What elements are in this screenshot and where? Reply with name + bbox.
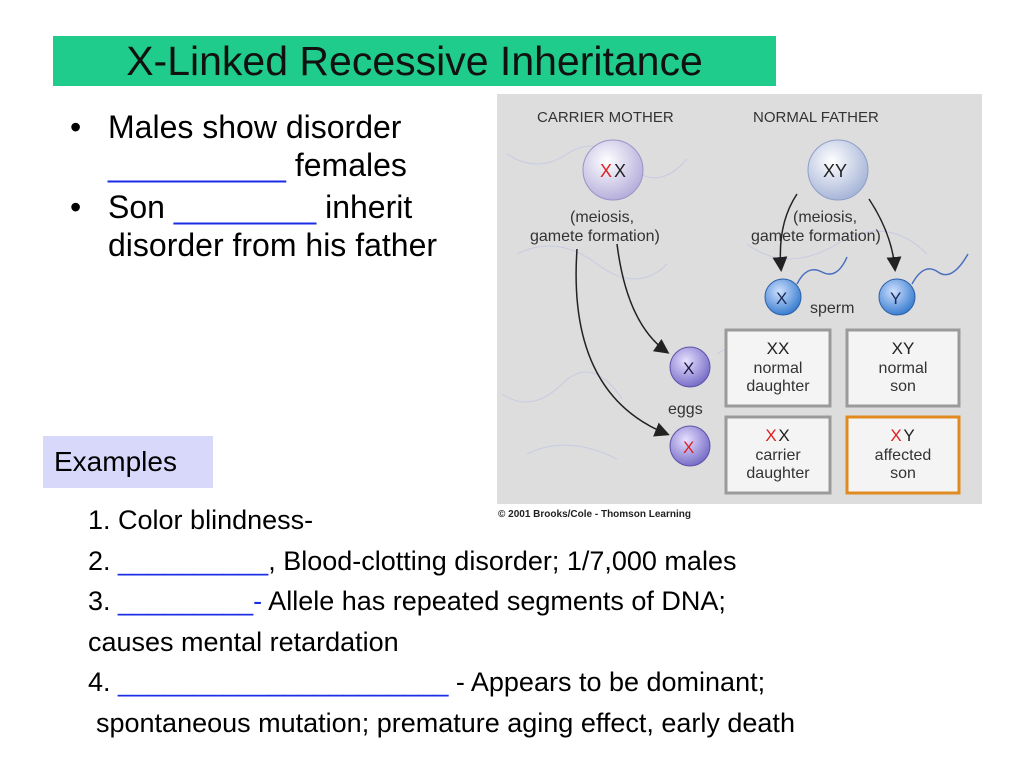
item-text: - Appears to be dominant; [448, 667, 766, 697]
egg-normal-icon [669, 346, 711, 388]
item-text: Allele has repeated segments of DNA; [262, 586, 726, 616]
mother-x-normal: X [614, 161, 626, 181]
cell-line1: carrier [755, 447, 801, 464]
bullet-dot: • [70, 189, 82, 225]
cell-line2: son [890, 465, 916, 482]
cell-line2: son [890, 378, 916, 395]
list-item: 1. Color blindness- [88, 500, 1008, 541]
fill-in-blank: __________ [110, 545, 269, 576]
arrow-to-egg-affected [575, 248, 670, 437]
cell-line1: normal [754, 360, 803, 377]
examples-label: Examples [54, 446, 177, 477]
bullet-prefix: Son [108, 189, 174, 225]
arrow-to-egg-normal [616, 243, 670, 354]
bullet-text: inherit disorder from his father [108, 189, 438, 263]
cell-genotype-y: Y [903, 426, 914, 445]
sperm-label: sperm [810, 300, 854, 317]
cell-line1: normal [879, 360, 928, 377]
father-cell-icon [807, 139, 869, 201]
cell-line1: affected [875, 447, 932, 464]
fill-in-blank: __________ [108, 147, 286, 183]
list-item-continuation: spontaneous mutation; premature aging ef… [96, 707, 795, 738]
title-bar: X-Linked Recessive Inheritance [53, 36, 776, 86]
background-texture [501, 145, 928, 460]
egg-affected-label: X [683, 438, 694, 457]
bullet-dot: • [70, 109, 82, 145]
fill-in-blank: ________ [173, 189, 317, 225]
cell-genotype-affected-x: X [765, 426, 776, 445]
item-text: Color blindness- [110, 505, 314, 535]
father-gamete-label: gamete formation) [751, 228, 881, 245]
bullet-item: • Males show disorder __________ females [70, 108, 490, 184]
father-label: NORMAL FATHER [753, 109, 879, 126]
item-text: , Blood-clotting disorder; 1/7,000 males [268, 545, 737, 576]
cell-genotype-normal-x: X [778, 426, 789, 445]
item-number: 2. [88, 545, 111, 576]
mother-cell-icon [582, 139, 644, 201]
fill-in-blank: _________- [110, 586, 263, 616]
eggs-label: eggs [668, 401, 703, 418]
offspring-cell-carrier-daughter: X X carrier daughter [724, 415, 832, 495]
fill-in-blank: ______________________ [110, 667, 449, 697]
item-number: 1. [88, 505, 111, 535]
cell-genotype: XY [892, 339, 915, 358]
sperm-y-icon [878, 278, 916, 316]
sperm-x-label: X [776, 289, 787, 308]
cell-line2: daughter [746, 378, 810, 395]
list-item: 4. ______________________ - Appears to b… [88, 662, 1008, 703]
mother-x-affected: X [600, 161, 612, 181]
father-meiosis-label: (meiosis, [793, 209, 857, 226]
sperm-y-label: Y [890, 289, 901, 308]
mother-label: CARRIER MOTHER [537, 109, 674, 126]
list-item: 3. _________- Allele has repeated segmen… [88, 581, 1008, 622]
bullet-item: • Son ________ inherit disorder from his… [70, 188, 490, 264]
diagram-svg: CARRIER MOTHER NORMAL FATHER X X XY (mei… [501, 109, 969, 495]
father-genotype: XY [823, 161, 847, 181]
bullet-text: Males show disorder [108, 109, 402, 145]
cell-genotype-affected-x: X [890, 426, 901, 445]
offspring-cell-normal-son: XY normal son [845, 328, 961, 408]
egg-affected-icon [669, 425, 711, 467]
sperm-x-tail [796, 256, 848, 285]
examples-list: 1. Color blindness- 2. __________, Blood… [88, 500, 1008, 743]
mother-meiosis-label: (meiosis, [570, 209, 634, 226]
examples-box: Examples [43, 436, 213, 488]
slide-title: X-Linked Recessive Inheritance [126, 38, 703, 84]
bullet-list: • Males show disorder __________ females… [70, 108, 490, 268]
copyright-credit: © 2001 Brooks/Cole - Thomson Learning [498, 509, 691, 520]
item-number: 4. [88, 667, 111, 697]
list-item: 2. __________, Blood-clotting disorder; … [88, 541, 1008, 582]
inheritance-diagram: CARRIER MOTHER NORMAL FATHER X X XY (mei… [497, 94, 982, 504]
mother-gamete-label: gamete formation) [530, 228, 660, 245]
bullet-tail: females [285, 147, 407, 183]
offspring-cell-normal-daughter: XX normal daughter [724, 328, 832, 408]
sperm-x-icon [764, 278, 802, 316]
list-item-continuation: causes mental retardation [88, 626, 399, 657]
item-number: 3. [88, 586, 111, 616]
arrow-to-sperm-x [772, 193, 798, 272]
cell-genotype: XX [767, 339, 790, 358]
sperm-y-tail [911, 253, 969, 285]
cell-line2: daughter [746, 465, 810, 482]
arrow-to-sperm-y [868, 198, 902, 272]
egg-normal-label: X [683, 359, 694, 378]
offspring-cell-affected-son: X Y affected son [845, 415, 961, 495]
